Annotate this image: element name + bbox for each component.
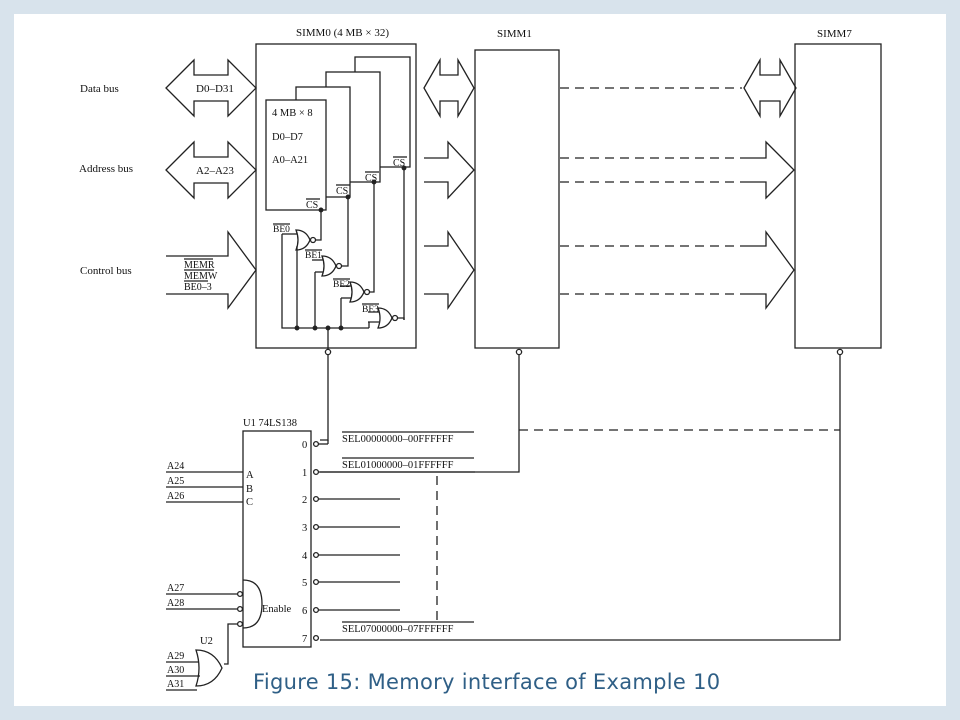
input-a30: A30 [167, 665, 184, 676]
decoder-out-0: 0 [302, 440, 307, 451]
simm0-chip-address: A0–A21 [272, 155, 308, 166]
control-bus-label: Control bus [80, 265, 132, 277]
simm0-chip-1 [265, 99, 327, 211]
simm7-data-arrow [743, 57, 797, 119]
sel-7-label: SEL07000000–07FFFFFF [342, 624, 454, 635]
chip3-cs-label: CS [365, 173, 377, 184]
simm0-chip-size: 4 MB × 8 [272, 108, 313, 119]
be3-label: BE3 [362, 305, 379, 315]
decoder-enable-label: Enable [262, 604, 291, 615]
simm0-title: SIMM0 (4 MB × 32) [296, 27, 389, 39]
simm1-data-arrow [423, 57, 475, 119]
simm7-title: SIMM7 [817, 28, 852, 40]
u2-label: U2 [200, 636, 213, 647]
input-a28: A28 [167, 598, 184, 609]
be2-gate [349, 281, 365, 303]
input-a26: A26 [167, 491, 184, 502]
be2-label: BE2 [333, 280, 350, 290]
figure-caption: Figure 15: Memory interface of Example 1… [253, 670, 721, 694]
sel-1-label: SEL01000000–01FFFFFF [342, 460, 454, 471]
enable-and-gate [242, 579, 263, 629]
simm1-address-arrow [424, 140, 475, 200]
decoder-out-1: 1 [302, 468, 307, 479]
chip2-cs-label: CS [336, 186, 348, 197]
simm1-control-arrow [424, 229, 475, 311]
control-signal-be: BE0–3 [184, 282, 212, 293]
input-a27: A27 [167, 583, 184, 594]
sel-0-label: SEL00000000–00FFFFFF [342, 434, 454, 445]
decoder-input-a: A [246, 470, 254, 481]
simm1-module [474, 49, 560, 349]
decoder-out-3: 3 [302, 523, 307, 534]
be1-gate [321, 255, 337, 277]
control-signal-memw: MEMW [184, 271, 218, 282]
be1-label: BE1 [305, 251, 322, 261]
simm7-control-arrow [742, 230, 795, 310]
simm7-module [794, 43, 882, 349]
chip1-cs-label: CS [306, 200, 318, 211]
decoder-input-c: C [246, 497, 253, 508]
decoder-out-2: 2 [302, 495, 307, 506]
decoder-out-7: 7 [302, 634, 307, 645]
simm1-title: SIMM1 [497, 28, 532, 40]
simm0-chip-data: D0–D7 [272, 132, 303, 143]
input-a29: A29 [167, 651, 184, 662]
be0-gate [295, 229, 311, 251]
be0-label: BE0 [273, 225, 290, 235]
decoder-out-6: 6 [302, 606, 307, 617]
simm0-module [255, 43, 417, 349]
data-bus-label: Data bus [80, 83, 119, 95]
decoder-out-4: 4 [302, 551, 308, 562]
input-a24: A24 [167, 461, 184, 472]
decoder-title: U1 74LS138 [243, 418, 297, 429]
u2-gate [195, 649, 223, 687]
decoder-out-5: 5 [302, 578, 307, 589]
data-bus-signal: D0–D31 [196, 83, 234, 95]
address-bus-label: Address bus [79, 163, 133, 175]
slide-inner [14, 14, 946, 706]
input-a31: A31 [167, 679, 184, 690]
control-signal-memr: MEMR [184, 260, 215, 271]
address-bus-signal: A2–A23 [196, 165, 234, 177]
chip4-cs-label: CS [393, 158, 405, 169]
decoder-u1 [242, 430, 312, 648]
simm7-address-arrow [742, 140, 795, 200]
decoder-input-b: B [246, 484, 253, 495]
input-a25: A25 [167, 476, 184, 487]
be3-gate [377, 307, 393, 329]
